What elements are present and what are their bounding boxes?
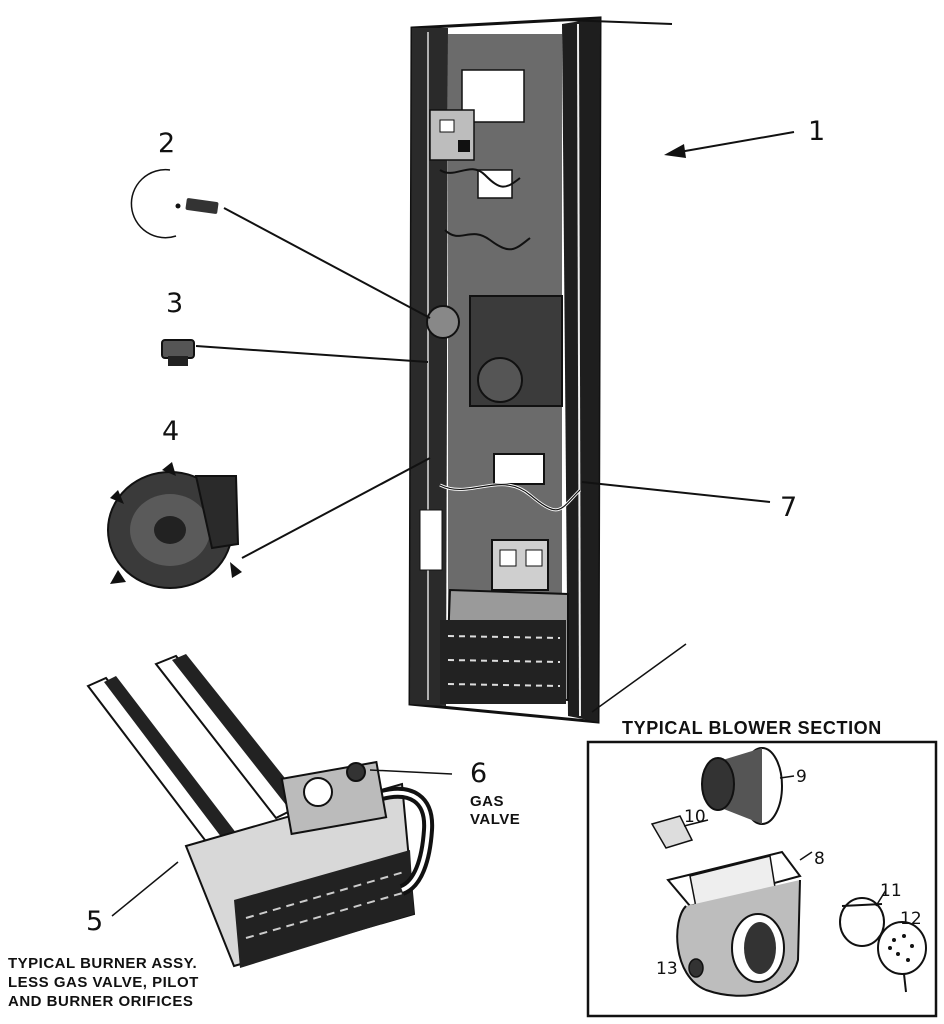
- callout-8: 8: [814, 849, 825, 869]
- callout-3: 3: [166, 288, 183, 319]
- callout-13: 13: [656, 959, 678, 979]
- gas-valve-label-line2: VALVE: [470, 811, 520, 828]
- callout-4: 4: [162, 416, 179, 447]
- blower-section: [586, 740, 938, 1018]
- part-2-flame-sensor: [130, 168, 431, 319]
- part-13-grommet: [688, 958, 704, 978]
- part-4-inducer-blower: [107, 457, 431, 589]
- callout-12: 12: [900, 909, 922, 929]
- callout-1: 1: [808, 116, 825, 147]
- callout-2: 2: [158, 128, 175, 159]
- part-10-cutoff-plate: [650, 815, 709, 849]
- furnace-cabinet: [408, 16, 687, 724]
- part-6-gas-valve: [280, 760, 453, 836]
- callout-11: 11: [880, 881, 902, 901]
- part-9-blower-wheel: [701, 747, 795, 825]
- callout-10: 10: [684, 807, 706, 827]
- callout-6: 6: [470, 758, 487, 789]
- burner-caption-line1: TYPICAL BURNER ASSY.: [8, 955, 197, 972]
- gas-valve-label-line1: GAS: [470, 793, 504, 810]
- leaders: [581, 131, 795, 503]
- burner-caption-line2: LESS GAS VALVE, PILOT: [8, 974, 199, 991]
- part-11-motor-mount: [839, 889, 887, 947]
- part-8-blower-housing: [666, 850, 813, 997]
- callout-7: 7: [780, 492, 797, 523]
- blower-section-title: TYPICAL BLOWER SECTION: [622, 718, 882, 738]
- callout-5: 5: [86, 906, 103, 937]
- callout-9: 9: [796, 767, 807, 787]
- part-3-limit-switch: [161, 339, 429, 366]
- part-12-blower-motor: [877, 921, 927, 993]
- burner-caption-line3: AND BURNER ORIFICES: [8, 993, 193, 1010]
- part-5-burner-assembly: [86, 654, 453, 968]
